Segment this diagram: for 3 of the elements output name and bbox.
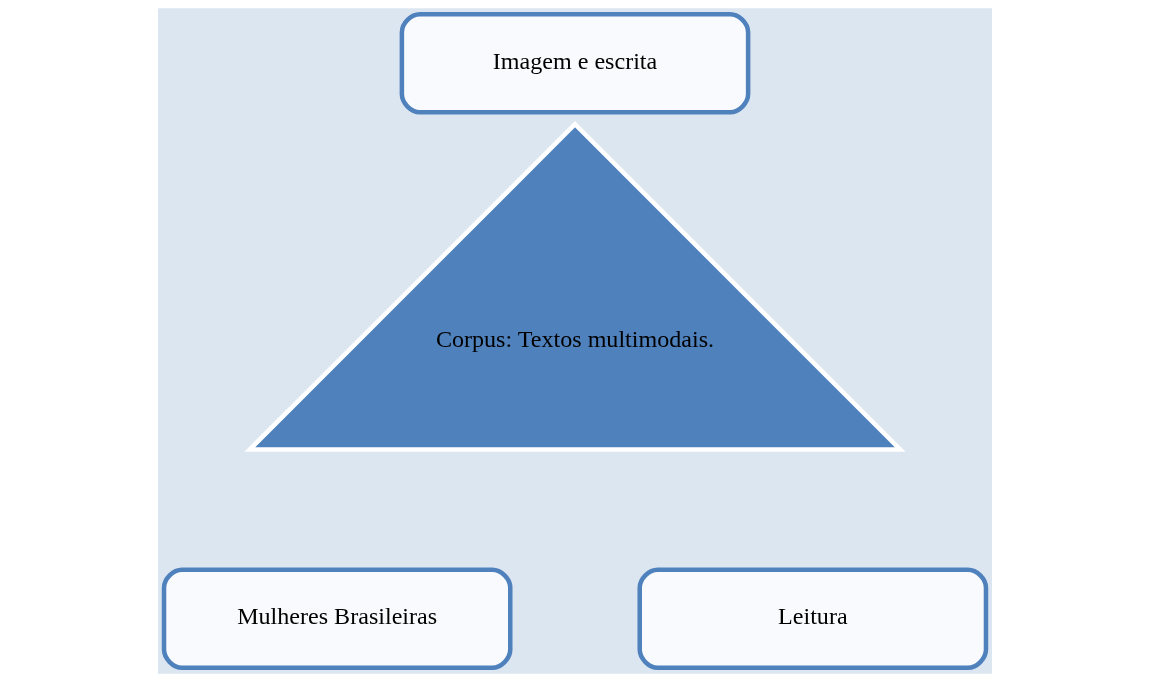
node-box: Mulheres Brasileiras — [161, 567, 513, 670]
node-box: Leitura — [637, 567, 989, 670]
node-box: Imagem e escrita — [399, 12, 751, 115]
